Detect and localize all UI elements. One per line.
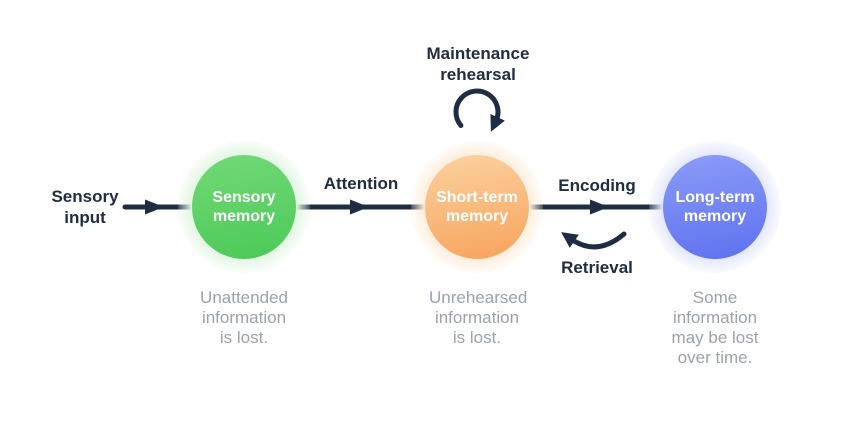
short-term-memory-node: Short-term memory — [425, 155, 529, 259]
short-term-memory-node-label: Short-term memory — [436, 188, 518, 225]
retrieval-label: Retrieval — [561, 258, 633, 277]
long-term-memory-caption: Some information may be lost over time. — [671, 288, 759, 367]
sensory-input-label: Sensory input — [51, 187, 119, 227]
attention-label: Attention — [323, 174, 399, 193]
maintenance-rehearsal-label: Maintenance rehearsal — [426, 44, 530, 84]
attention-arrowhead-icon — [350, 199, 369, 215]
sensory-memory-node-label: Sensory memory — [212, 188, 276, 225]
encoding-label: Encoding — [558, 176, 636, 195]
encoding-arrowhead-icon — [590, 199, 609, 215]
sensory-input-arrowhead-icon — [145, 199, 164, 215]
sensory-memory-caption: Unattended information is lost. — [200, 288, 288, 347]
long-term-memory-node-label: Long-term memory — [675, 188, 755, 225]
short-term-memory-caption: Unrehearsed information is lost. — [429, 288, 528, 347]
rehearsal-loop-arrow-icon — [453, 88, 505, 132]
sensory-memory-node: Sensory memory — [192, 155, 296, 259]
retrieval-arrow-icon — [561, 231, 627, 250]
long-term-memory-node: Long-term memory — [663, 155, 767, 259]
